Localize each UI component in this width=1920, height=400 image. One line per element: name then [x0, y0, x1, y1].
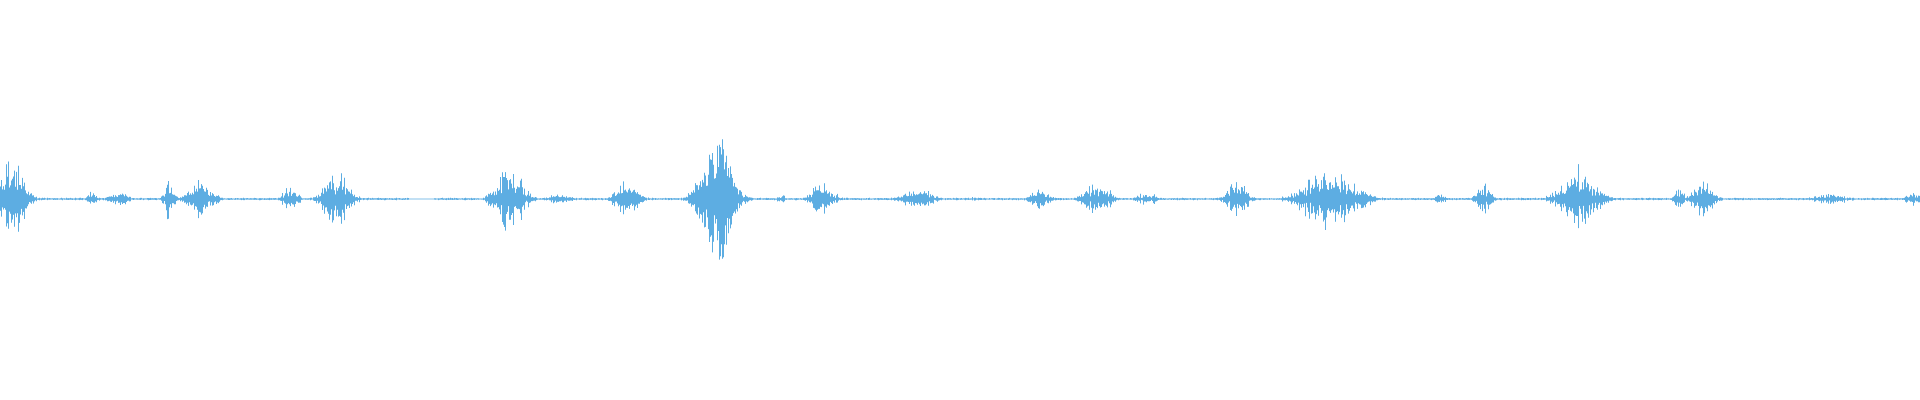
waveform-path [0, 139, 1920, 260]
